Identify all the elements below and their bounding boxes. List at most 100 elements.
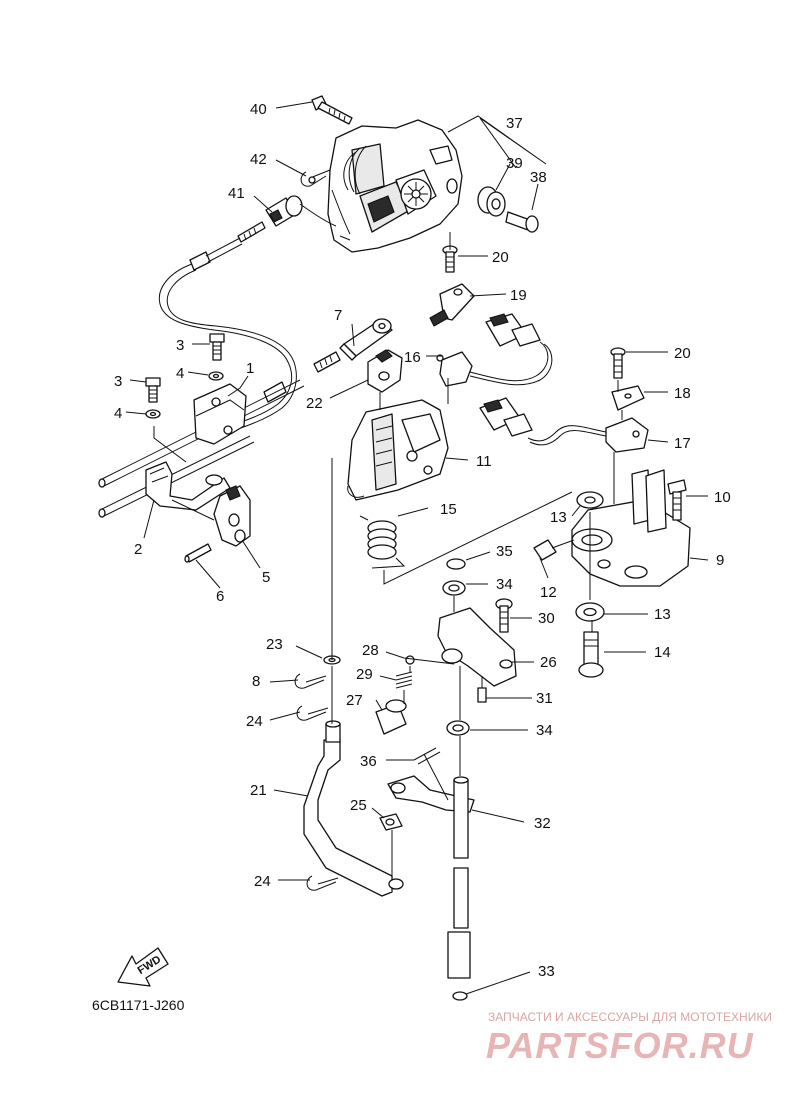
part-bracket-9 bbox=[571, 469, 691, 587]
callout-13-upper: 13 bbox=[550, 509, 567, 526]
part-remote-control-box bbox=[327, 119, 463, 253]
drawing-code: 6CB1171-J260 bbox=[92, 997, 185, 1013]
part-cable-joint-41 bbox=[265, 195, 337, 227]
part-clip-24-upper bbox=[296, 705, 329, 721]
callout-20-upper: 20 bbox=[492, 249, 509, 266]
callout-33: 33 bbox=[538, 963, 555, 980]
part-rod-21 bbox=[303, 720, 404, 897]
callout-29: 29 bbox=[356, 666, 373, 683]
callout-labels: 40 37 42 39 38 41 20 19 7 16 3 1 4 3 4 2… bbox=[114, 101, 731, 980]
callout-31: 31 bbox=[536, 690, 553, 707]
part-washer-4-lower bbox=[145, 409, 161, 419]
callout-7: 7 bbox=[334, 307, 342, 324]
part-lever-19 bbox=[429, 283, 475, 327]
part-bolt-40 bbox=[311, 95, 353, 125]
part-collar-14 bbox=[578, 631, 604, 678]
callout-4-lower: 4 bbox=[114, 405, 122, 422]
part-collar-38 bbox=[505, 211, 539, 233]
callout-2: 2 bbox=[134, 541, 142, 558]
part-bushing-34-upper bbox=[442, 580, 466, 596]
part-washer-35 bbox=[446, 558, 466, 570]
callout-6: 6 bbox=[216, 588, 224, 605]
part-clip-24-lower bbox=[306, 875, 339, 891]
callout-37: 37 bbox=[506, 115, 523, 132]
callout-leaders bbox=[125, 101, 709, 995]
part-nut-25 bbox=[379, 813, 403, 831]
callout-32: 32 bbox=[534, 815, 551, 832]
watermark-brand: PARTSFOR.RU bbox=[486, 1025, 754, 1066]
callout-10: 10 bbox=[714, 489, 731, 506]
callout-3-upper: 3 bbox=[176, 337, 184, 354]
callout-40: 40 bbox=[250, 101, 267, 118]
part-lever-26 bbox=[437, 607, 517, 687]
part-plug-27 bbox=[375, 699, 407, 735]
callout-5: 5 bbox=[262, 569, 270, 586]
part-clip-42 bbox=[300, 169, 331, 187]
fwd-direction-arrow: FWD bbox=[117, 947, 169, 987]
part-shift-rod bbox=[447, 776, 471, 979]
callout-4-upper: 4 bbox=[176, 365, 184, 382]
part-ball-28 bbox=[405, 655, 415, 665]
part-bushing-13-lower bbox=[575, 602, 605, 622]
callout-26: 26 bbox=[540, 654, 557, 671]
part-bracket-1 bbox=[193, 383, 247, 445]
callout-18: 18 bbox=[674, 385, 691, 402]
callout-27: 27 bbox=[346, 692, 363, 709]
callout-41: 41 bbox=[228, 185, 245, 202]
assembly-guide-lines bbox=[153, 232, 623, 876]
callout-36: 36 bbox=[360, 753, 377, 770]
part-switch-17 bbox=[479, 397, 649, 453]
callout-8: 8 bbox=[252, 673, 260, 690]
callout-19: 19 bbox=[510, 287, 527, 304]
part-grommet-39 bbox=[477, 186, 506, 217]
callout-20-lower: 20 bbox=[674, 345, 691, 362]
watermark: ЗАПЧАСТИ И АКСЕССУАРЫ ДЛЯ МОТОТЕХНИКИ PA… bbox=[486, 1010, 772, 1066]
callout-15: 15 bbox=[440, 501, 457, 518]
part-oring-33 bbox=[452, 991, 468, 1001]
callout-13-lower: 13 bbox=[654, 606, 671, 623]
callout-9: 9 bbox=[716, 552, 724, 569]
part-bolt-20-lower bbox=[610, 347, 626, 379]
part-bolt-30 bbox=[495, 598, 513, 633]
callout-28: 28 bbox=[362, 642, 379, 659]
callout-17: 17 bbox=[674, 435, 691, 452]
part-bushing-34-lower bbox=[446, 720, 470, 736]
callout-22: 22 bbox=[306, 395, 323, 412]
callout-3-lower: 3 bbox=[114, 373, 122, 390]
part-spring-29 bbox=[395, 671, 413, 689]
callout-23: 23 bbox=[266, 636, 283, 653]
watermark-tagline: ЗАПЧАСТИ И АКСЕССУАРЫ ДЛЯ МОТОТЕХНИКИ bbox=[488, 1010, 772, 1024]
callout-1: 1 bbox=[246, 360, 254, 377]
part-bolt-3-lower bbox=[145, 377, 161, 403]
part-bracket-2 bbox=[145, 461, 231, 511]
callout-14: 14 bbox=[654, 644, 671, 661]
part-pin-31 bbox=[477, 687, 487, 703]
callout-16: 16 bbox=[404, 349, 421, 366]
part-cam-11 bbox=[347, 399, 449, 501]
part-spring-15 bbox=[359, 515, 406, 569]
callout-24-upper: 24 bbox=[246, 713, 263, 730]
part-screw-12 bbox=[533, 539, 575, 561]
callout-35: 35 bbox=[496, 543, 513, 560]
callout-34-lower: 34 bbox=[536, 722, 553, 739]
callout-24-lower: 24 bbox=[254, 873, 271, 890]
part-bushing-13-upper bbox=[576, 491, 604, 509]
callout-39: 39 bbox=[506, 155, 523, 172]
part-pin-6 bbox=[184, 543, 212, 563]
callout-42: 42 bbox=[250, 151, 267, 168]
part-lever-7 bbox=[339, 318, 393, 361]
callout-38: 38 bbox=[530, 169, 547, 186]
part-bracket-18 bbox=[611, 385, 645, 411]
part-clip-8 bbox=[294, 673, 327, 689]
callout-12: 12 bbox=[540, 584, 557, 601]
callout-21: 21 bbox=[250, 782, 267, 799]
callout-30: 30 bbox=[538, 610, 555, 627]
callout-34-upper: 34 bbox=[496, 576, 513, 593]
callout-11: 11 bbox=[476, 453, 492, 470]
part-switch-16 bbox=[436, 313, 553, 387]
part-bolt-3-upper bbox=[209, 333, 225, 361]
callout-25: 25 bbox=[350, 797, 367, 814]
part-joint-22 bbox=[367, 349, 403, 393]
